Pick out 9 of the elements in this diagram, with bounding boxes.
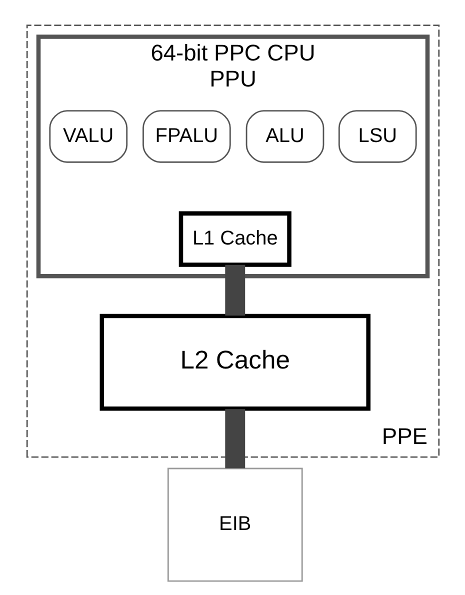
connector (224, 264, 245, 316)
node-box: EIB (166, 468, 302, 582)
node-box: L1 Cache (178, 211, 291, 267)
node-box: LSU (338, 110, 416, 163)
node-box: L2 Cache (99, 314, 370, 411)
node-box: FPALU (142, 110, 230, 163)
node-box: VALU (48, 110, 128, 163)
node-box: ALU (245, 110, 324, 163)
connector (224, 409, 245, 468)
